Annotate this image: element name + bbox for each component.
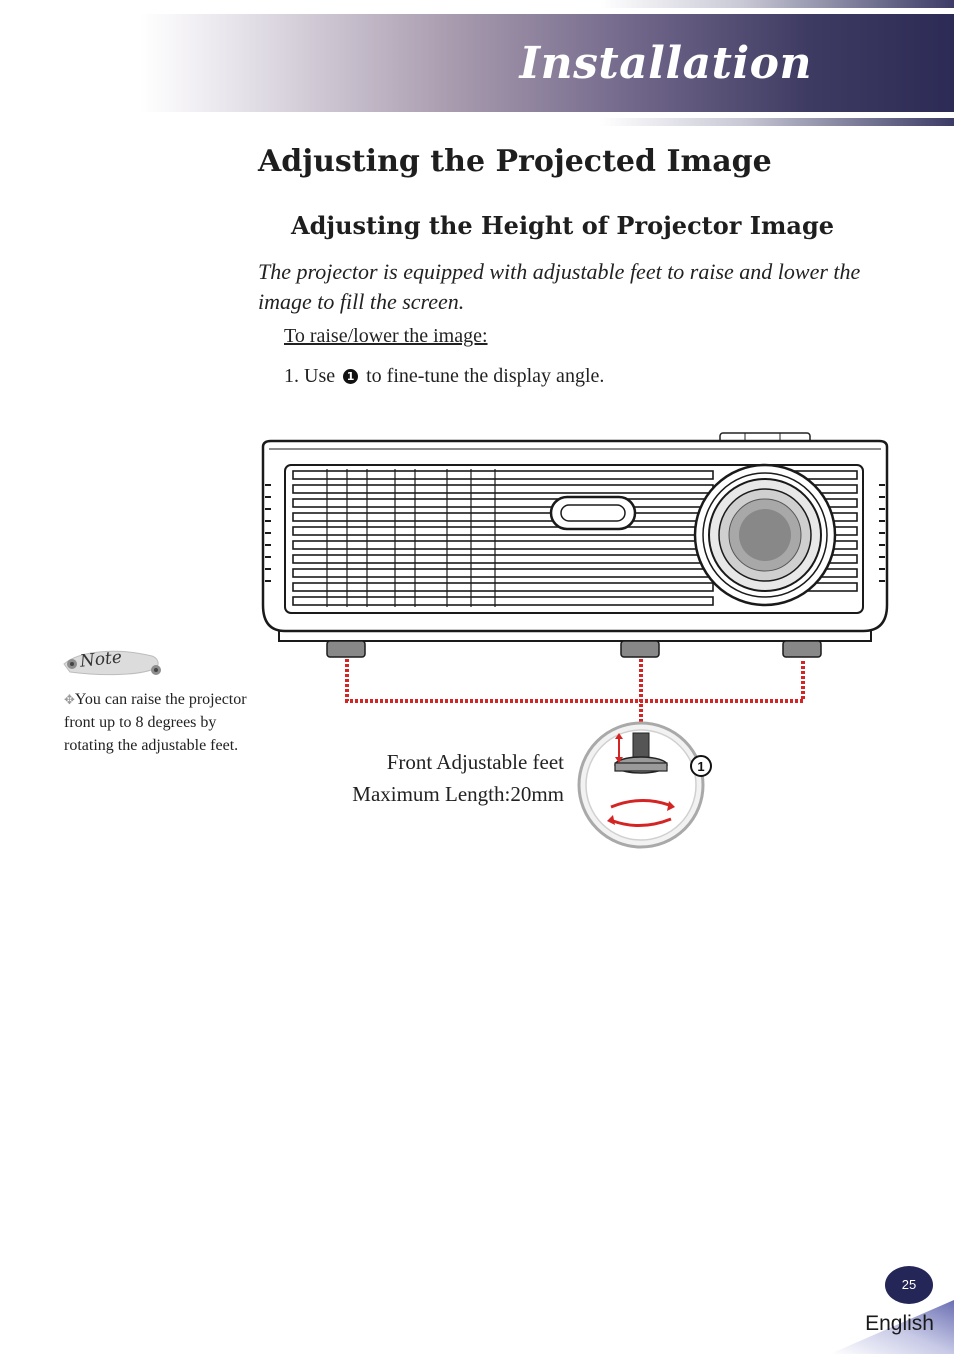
- note-scroll-icon: Note: [63, 647, 161, 676]
- step-suffix: to fine-tune the display angle.: [366, 365, 605, 387]
- language-label: English: [865, 1312, 934, 1335]
- note-badge: Note: [60, 642, 166, 686]
- step-prefix: 1. Use: [284, 365, 336, 387]
- projector-illustration: 1: [261, 432, 889, 849]
- header-band: [140, 14, 954, 112]
- footer-wedge: [830, 1300, 954, 1354]
- page-heading: Adjusting the Projected Image: [258, 144, 772, 179]
- projector-diagram: 1: [255, 425, 895, 859]
- section-title: Installation: [519, 38, 812, 89]
- note-text-block: ✥You can raise the projector front up to…: [64, 688, 256, 757]
- procedure-title: To raise/lower the image:: [284, 325, 488, 347]
- max-length-label: Maximum Length:20mm: [352, 782, 564, 806]
- step-1: 1. Use 1 to fine-tune the display angle.: [284, 365, 604, 388]
- note-text: You can raise the projector front up to …: [64, 691, 247, 754]
- subheading: Adjusting the Height of Projector Image: [291, 211, 834, 240]
- callout-number: 1: [697, 759, 704, 774]
- page-number: 25: [885, 1266, 933, 1304]
- intro-paragraph: The projector is equipped with adjustabl…: [258, 259, 861, 314]
- feet-labels: Front Adjustable feet Maximum Length:20m…: [320, 746, 564, 810]
- feet-label: Front Adjustable feet: [386, 750, 564, 774]
- header-band-top-line: [600, 0, 954, 8]
- header-band-bottom-line: [600, 118, 954, 126]
- diamond-bullet-icon: ✥: [64, 692, 75, 707]
- step-marker-icon: 1: [343, 369, 359, 384]
- note-label: Note: [78, 647, 123, 671]
